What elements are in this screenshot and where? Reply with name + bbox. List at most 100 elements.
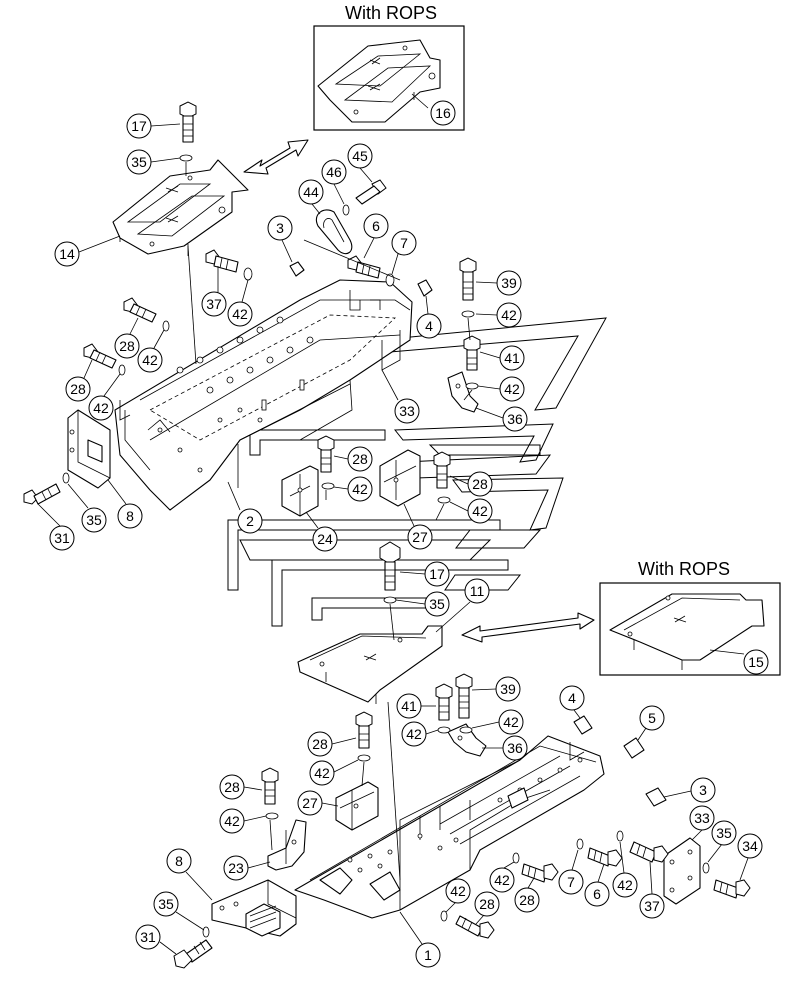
callout-28-a: 28 bbox=[114, 317, 140, 359]
bolt-39-lower bbox=[455, 673, 473, 719]
rops-inset-right-title: With ROPS bbox=[638, 559, 730, 579]
callout-41-upper: 41 bbox=[479, 345, 525, 371]
svg-text:34: 34 bbox=[742, 838, 758, 854]
svg-text:35: 35 bbox=[158, 896, 174, 912]
callout-42-n: 42 bbox=[445, 878, 471, 913]
callout-46: 46 bbox=[321, 159, 347, 205]
callout-17-lower: 17 bbox=[399, 561, 450, 587]
bolt-28-bottom-b bbox=[455, 915, 495, 939]
svg-text:42: 42 bbox=[494, 872, 510, 888]
double-arrow-top bbox=[243, 139, 309, 175]
lower-frame-1 bbox=[294, 735, 605, 919]
bolt-17-lower bbox=[379, 541, 401, 591]
bolt-45 bbox=[355, 179, 387, 205]
bolt-28-bottom-a bbox=[521, 863, 559, 883]
svg-text:28: 28 bbox=[479, 896, 495, 912]
bracket-23 bbox=[267, 819, 307, 871]
svg-text:24: 24 bbox=[317, 531, 333, 547]
svg-text:42: 42 bbox=[504, 381, 520, 397]
svg-text:15: 15 bbox=[748, 654, 764, 670]
callout-42-g: 42 bbox=[449, 498, 493, 524]
svg-text:45: 45 bbox=[352, 148, 368, 164]
svg-text:41: 41 bbox=[401, 698, 417, 714]
svg-text:28: 28 bbox=[352, 451, 368, 467]
double-arrow-right bbox=[461, 612, 595, 643]
stopper-3-upper bbox=[289, 261, 305, 277]
svg-text:35: 35 bbox=[716, 825, 732, 841]
callout-35-e: 35 bbox=[153, 891, 205, 931]
bolt-17-upper bbox=[179, 101, 197, 143]
bracket-27-lower bbox=[335, 781, 379, 831]
svg-text:42: 42 bbox=[314, 765, 330, 781]
svg-text:2: 2 bbox=[246, 513, 254, 529]
bolt-28-lower-mid bbox=[355, 711, 373, 749]
svg-text:33: 33 bbox=[694, 810, 710, 826]
callout-1: 1 bbox=[399, 911, 441, 968]
svg-text:5: 5 bbox=[648, 710, 656, 726]
bolt-41-lower bbox=[435, 683, 453, 721]
callout-42-i: 42 bbox=[471, 709, 524, 735]
svg-text:27: 27 bbox=[412, 529, 428, 545]
svg-text:35: 35 bbox=[86, 512, 102, 528]
svg-text:42: 42 bbox=[503, 714, 519, 730]
callout-3-lower: 3 bbox=[663, 777, 716, 803]
callout-33-lower: 33 bbox=[689, 805, 715, 841]
svg-text:37: 37 bbox=[644, 898, 660, 914]
bolt-37-lower bbox=[629, 841, 669, 863]
svg-text:42: 42 bbox=[224, 813, 240, 829]
callout-7-upper: 7 bbox=[391, 230, 417, 275]
callouts: 16 17 35 14 45 46 44 3 6 7 39 42 4 37 42… bbox=[37, 93, 769, 968]
callout-8-upper: 8 bbox=[107, 479, 143, 529]
callout-42-k: 42 bbox=[219, 808, 267, 834]
callout-15: 15 bbox=[709, 649, 769, 675]
step-8-upper bbox=[67, 400, 131, 489]
step-8-lower bbox=[211, 879, 297, 937]
callout-42-j: 42 bbox=[309, 759, 359, 786]
svg-text:11: 11 bbox=[470, 583, 485, 599]
svg-text:7: 7 bbox=[567, 874, 575, 890]
callout-17-upper: 17 bbox=[126, 113, 181, 139]
bolt-6-upper bbox=[347, 255, 381, 279]
svg-text:4: 4 bbox=[425, 318, 433, 334]
callout-36-upper: 36 bbox=[475, 406, 528, 432]
callout-42-c: 42 bbox=[137, 329, 165, 373]
bolt-41-upper bbox=[463, 335, 481, 371]
bolt-37-upper bbox=[205, 249, 239, 273]
callout-42-d: 42 bbox=[477, 376, 525, 402]
alignment-lines bbox=[185, 162, 473, 881]
bolt-39-upper bbox=[459, 257, 477, 301]
callout-35-b: 35 bbox=[67, 483, 107, 533]
callout-27-lower: 27 bbox=[297, 790, 339, 816]
callout-28-e: 28 bbox=[307, 731, 357, 757]
svg-text:42: 42 bbox=[93, 400, 109, 416]
stopper-5 bbox=[623, 737, 645, 759]
bolt-31-lower bbox=[173, 939, 213, 969]
svg-text:42: 42 bbox=[232, 306, 248, 322]
callout-35-d: 35 bbox=[707, 820, 737, 863]
svg-text:23: 23 bbox=[228, 860, 244, 876]
rops-seat-plate-16 bbox=[317, 39, 441, 123]
svg-text:36: 36 bbox=[507, 411, 523, 427]
rear-plate-33 bbox=[663, 837, 701, 905]
callout-23: 23 bbox=[223, 855, 271, 881]
svg-text:33: 33 bbox=[399, 403, 415, 419]
callout-11: 11 bbox=[435, 578, 490, 633]
callout-6-lower: 6 bbox=[584, 863, 610, 907]
callout-33-upper: 33 bbox=[381, 369, 420, 424]
callout-41-lower: 41 bbox=[396, 693, 436, 719]
callout-28-g: 28 bbox=[514, 877, 540, 913]
svg-text:35: 35 bbox=[429, 596, 445, 612]
callout-31-lower: 31 bbox=[135, 924, 177, 955]
callout-45: 45 bbox=[347, 143, 373, 183]
bolt-28-left-a bbox=[123, 297, 157, 323]
svg-text:3: 3 bbox=[699, 782, 707, 798]
bolt-28-lower-left bbox=[261, 767, 279, 805]
bolt-6-lower bbox=[587, 847, 623, 867]
svg-text:28: 28 bbox=[312, 736, 328, 752]
svg-text:37: 37 bbox=[206, 296, 222, 312]
callout-27-upper: 27 bbox=[403, 503, 433, 550]
clip-44 bbox=[316, 209, 353, 255]
svg-text:28: 28 bbox=[119, 338, 135, 354]
svg-text:42: 42 bbox=[617, 877, 633, 893]
